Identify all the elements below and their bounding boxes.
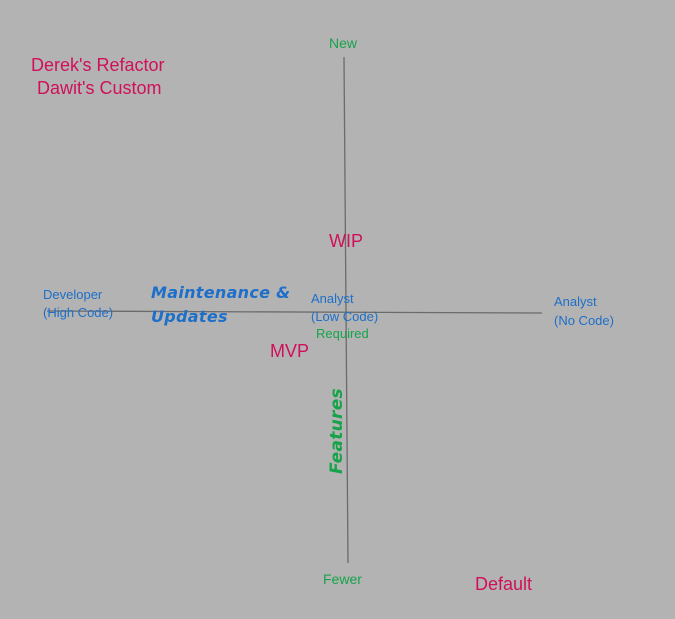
horizontal-axis-line bbox=[46, 310, 543, 314]
horizontal-axis-title-line2: Updates bbox=[151, 307, 228, 326]
horizontal-axis-title-line1: Maintenance & bbox=[151, 283, 291, 302]
legend-derek-refactor: Derek's Refactor bbox=[31, 55, 165, 75]
point-mvp: MVP bbox=[270, 341, 310, 361]
axis-right-label-line1: Analyst bbox=[554, 294, 597, 309]
axis-top-label: New bbox=[329, 35, 358, 51]
axis-bottom-label: Fewer bbox=[323, 571, 362, 587]
axis-left-label-line2: (High Code) bbox=[43, 305, 114, 320]
axis-required-label: Required bbox=[316, 326, 369, 341]
vertical-axis-title: Features bbox=[327, 388, 348, 474]
point-wip: WIP bbox=[329, 231, 363, 251]
axis-left-label-line1: Developer bbox=[43, 287, 103, 302]
axis-center-label-line1: Analyst bbox=[311, 291, 354, 306]
point-default: Default bbox=[475, 574, 533, 594]
axis-right-label-line2: (No Code) bbox=[554, 313, 614, 328]
legend-dawit-custom: Dawit's Custom bbox=[37, 78, 162, 98]
vertical-axis-line bbox=[343, 56, 349, 564]
axis-center-label-line2: (Low Code) bbox=[311, 309, 379, 324]
